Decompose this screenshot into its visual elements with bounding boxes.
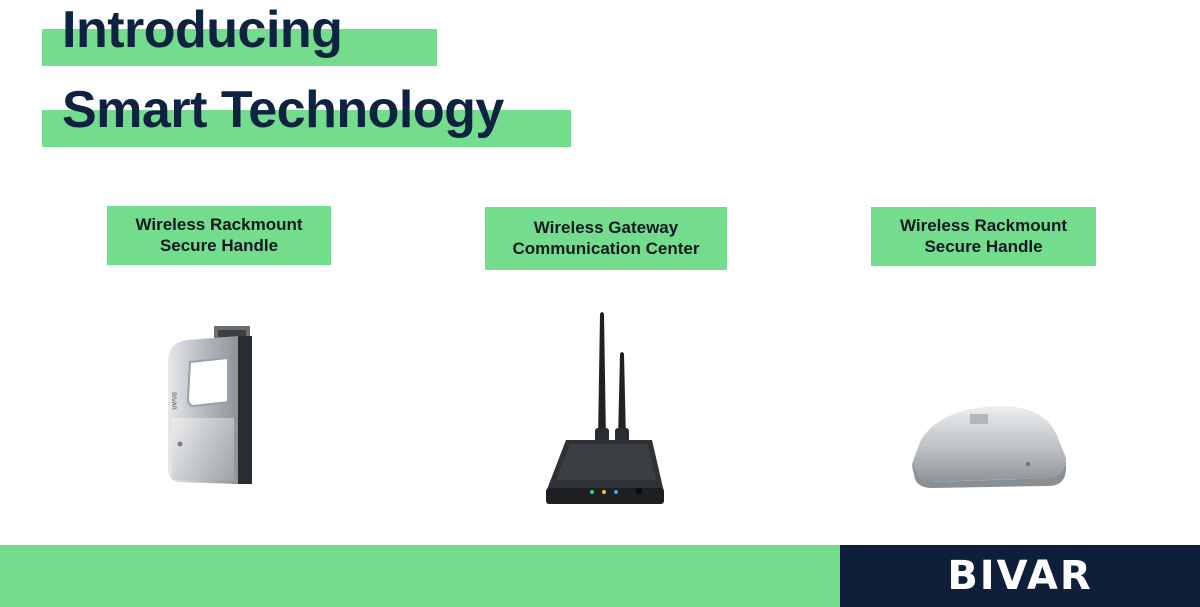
svg-text:BIVAR: BIVAR <box>170 392 177 410</box>
headline-line-2-text: Smart Technology <box>62 81 504 139</box>
headline-line-1-text: Introducing <box>62 1 343 59</box>
product-label-2: Wireless Gateway Communication Center <box>485 207 727 270</box>
product-label-1: Wireless Rackmount Secure Handle <box>107 206 331 265</box>
product-label-2-line-2: Communication Center <box>512 238 700 258</box>
product-label-1-line-1: Wireless Rackmount <box>135 215 303 235</box>
product-label-1-line-2: Secure Handle <box>159 235 279 255</box>
footer-green-band <box>0 545 840 607</box>
bivar-logo: BIVAR <box>947 553 1093 599</box>
headline-highlight-bar-2 <box>42 110 571 147</box>
rackmount-handle-image: BIVAR <box>168 326 252 484</box>
footer-brand-panel: BIVAR <box>840 545 1200 607</box>
product-label-2-line-1: Wireless Gateway <box>533 218 679 238</box>
product-label-3-line-1: Wireless Rackmount <box>899 216 1068 236</box>
headline-highlight-bar-1 <box>42 29 437 66</box>
product-label-3-line-2: Secure Handle <box>924 236 1043 256</box>
product-label-3: Wireless Rackmount Secure Handle <box>871 207 1096 266</box>
wireless-gateway-image <box>546 312 664 504</box>
dome-sensor-image <box>912 406 1066 488</box>
